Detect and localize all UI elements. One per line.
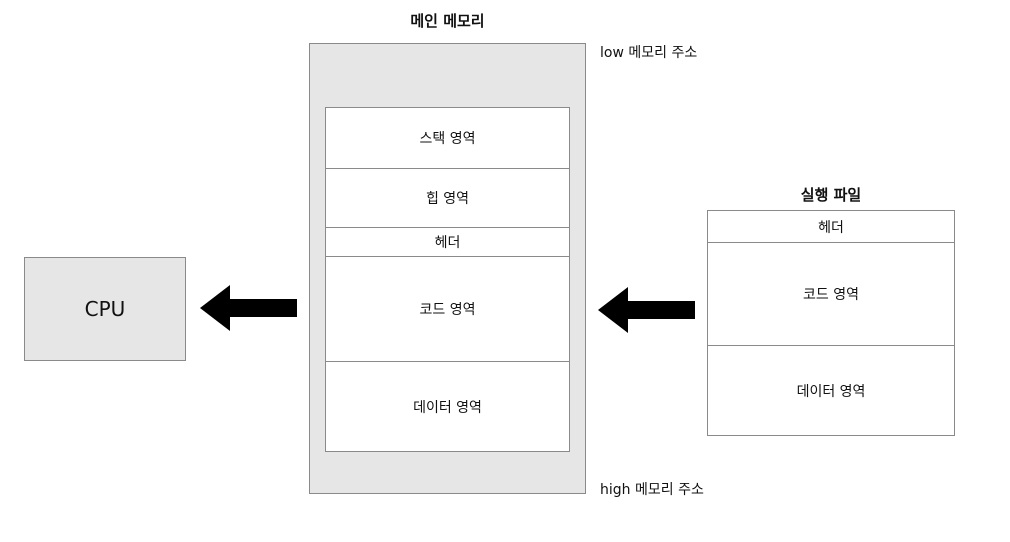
- memory-stack-segment: 스택 영역: [326, 108, 569, 169]
- memory-header-segment: 헤더: [326, 228, 569, 257]
- segment-label: 헤더: [818, 219, 844, 236]
- segment-label: 데이터 영역: [413, 399, 482, 416]
- exe-code-segment: 코드 영역: [708, 243, 954, 346]
- memory-data-segment: 데이터 영역: [326, 362, 569, 451]
- segment-label: 코드 영역: [419, 302, 476, 318]
- exe-header-segment: 헤더: [708, 211, 954, 243]
- memory-code-segment: 코드 영역: [326, 257, 569, 362]
- segment-label: 헤더: [434, 235, 461, 251]
- memory-heap-segment: 힙 영역: [326, 169, 569, 228]
- segment-label: 데이터 영역: [796, 383, 866, 400]
- low-address-label: low 메모리 주소: [600, 45, 698, 61]
- cpu-label: CPU: [84, 297, 126, 321]
- memory-to-cpu-arrow: [200, 285, 297, 331]
- main-memory-title: 메인 메모리: [410, 12, 485, 30]
- exe-data-segment: 데이터 영역: [708, 346, 954, 435]
- main-memory-segments: 스택 영역 힙 영역 헤더 코드 영역 데이터 영역: [325, 107, 570, 452]
- cpu-box: CPU: [24, 257, 186, 361]
- segment-label: 코드 영역: [803, 287, 859, 303]
- segment-label: 스택 영역: [419, 131, 476, 147]
- executable-title: 실행 파일: [800, 186, 862, 204]
- segment-label: 힙 영역: [425, 191, 470, 207]
- executable-box: 헤더 코드 영역 데이터 영역: [707, 210, 955, 436]
- high-address-label: high 메모리 주소: [600, 482, 704, 498]
- executable-to-memory-arrow: [598, 287, 695, 333]
